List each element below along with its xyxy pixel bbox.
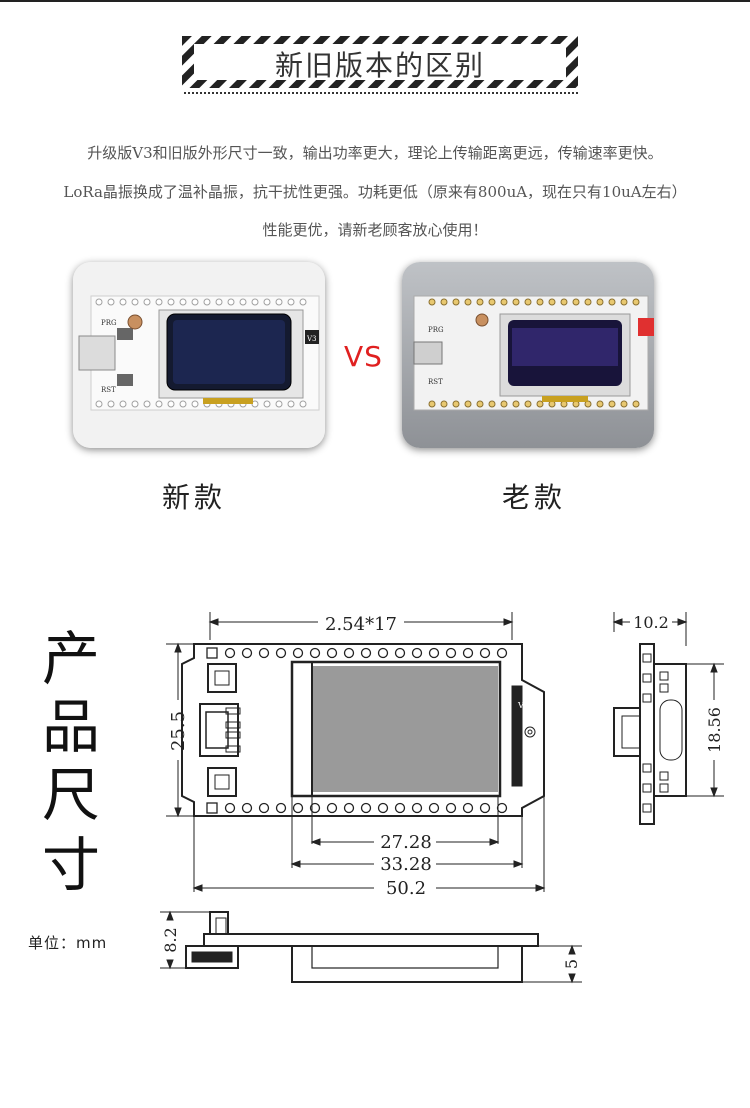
new-caption: 新款: [162, 481, 227, 514]
old-prg-label: PRG: [428, 326, 444, 334]
old-rst-label: RST: [428, 378, 443, 386]
new-prg-label: PRG: [101, 319, 117, 327]
new-v3-label: V3: [306, 335, 317, 343]
dim-board-length: 50.2: [386, 878, 426, 899]
unit-label: 单位：mm: [28, 934, 108, 952]
old-caption: 老款: [502, 481, 567, 514]
drawing-v3-mark: V3: [517, 701, 529, 710]
section-title: 新旧版本的区别: [274, 49, 485, 82]
intro-line-1: 升级版V3和旧版外形尺寸一致，输出功率更大，理论上传输距离更远，传输速率更快。: [87, 144, 663, 162]
intro-line-3: 性能更优，请新老顾客放心使用！: [262, 221, 488, 239]
dim-display-inner: 27.28: [380, 832, 432, 853]
new-board-illustration: PRG RST V3: [73, 262, 325, 448]
new-rst-label: RST: [101, 386, 116, 394]
dim-display-thickness: 5: [562, 959, 581, 969]
dim-label-char-3: 尺: [42, 761, 101, 829]
vs-label: VS: [344, 340, 383, 373]
intro-line-2: LoRa晶振换成了温补晶振，抗干扰性更强。功耗更低（原来有800uA，现在只有1…: [63, 183, 687, 201]
dim-label-char-4: 寸: [42, 831, 101, 899]
title-underline: [184, 92, 578, 94]
dim-side-width: 10.2: [633, 613, 669, 632]
old-board-illustration: PRG RST: [402, 262, 654, 448]
dim-board-height: 25.5: [168, 711, 189, 751]
section-title-banner: 新旧版本的区别: [182, 36, 578, 88]
dim-pin-pitch: 2.54*17: [325, 614, 397, 635]
new-board-photo: PRG RST V3: [73, 262, 325, 448]
title-frame: [182, 36, 578, 88]
dim-label-char-2: 品: [42, 693, 101, 761]
dim-board-thickness: 8.2: [161, 927, 180, 952]
dim-side-height: 18.56: [705, 707, 724, 753]
dim-label-char-1: 产: [42, 625, 101, 693]
dim-display-outer: 33.28: [380, 854, 432, 875]
old-board-photo: PRG RST: [402, 262, 654, 448]
top-border: [0, 0, 750, 2]
